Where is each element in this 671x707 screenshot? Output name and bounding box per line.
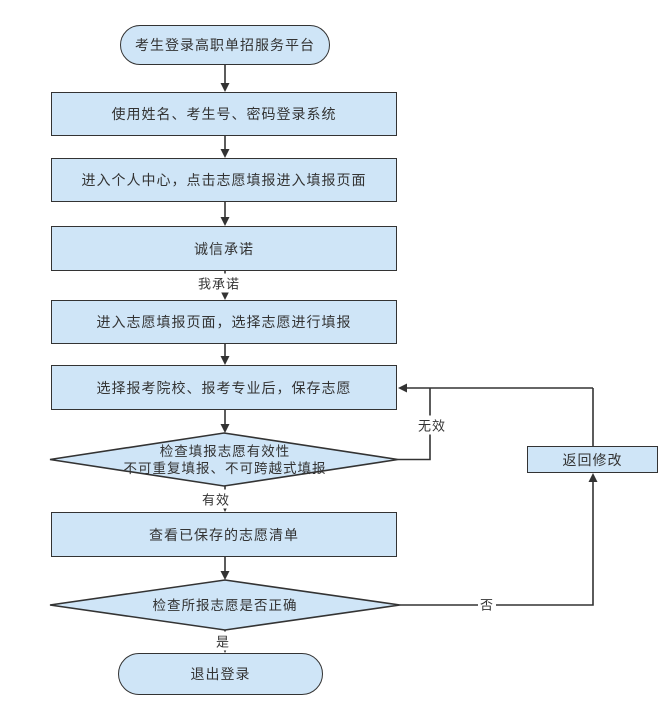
connector-fill-page-to-save <box>220 344 230 365</box>
connector-login-to-personal-center <box>220 136 230 158</box>
connector-start-to-login <box>220 65 230 92</box>
connector-save-to-check-validity <box>220 410 230 433</box>
node-start: 考生登录高职单招服务平台 <box>120 25 330 65</box>
node-save-volunteer-label: 选择报考院校、报考专业后，保存志愿 <box>96 379 352 396</box>
edge-label-invalid: 无效 <box>415 415 449 435</box>
node-fill-page-label: 进入志愿填报页面，选择志愿进行填报 <box>96 314 352 330</box>
node-view-list: 查看已保存的志愿清单 <box>51 512 397 557</box>
connector-personal-center-to-integrity <box>220 202 230 226</box>
node-logout: 退出登录 <box>118 653 323 695</box>
node-return-modify: 返回修改 <box>527 446 658 473</box>
edge-label-promise: 我承诺 <box>195 273 243 293</box>
node-personal-center: 进入个人中心，点击志愿填报进入填报页面 <box>51 158 397 202</box>
node-integrity: 诚信承诺 <box>51 226 397 271</box>
node-return-modify-label: 返回修改 <box>562 451 623 468</box>
edge-label-no: 否 <box>477 594 497 614</box>
decision-validity-shape <box>49 432 399 487</box>
edge-label-yes: 是 <box>213 631 233 651</box>
node-integrity-label: 诚信承诺 <box>194 240 254 257</box>
connector-view-list-to-check-correct <box>220 557 230 580</box>
node-login-label: 使用姓名、考生号、密码登录系统 <box>111 106 337 122</box>
node-save-volunteer: 选择报考院校、报考专业后，保存志愿 <box>51 365 397 410</box>
connector-return-to-save <box>398 383 594 446</box>
connector-no-to-return-modify <box>400 473 598 606</box>
node-view-list-label: 查看已保存的志愿清单 <box>149 526 299 543</box>
node-start-label: 考生登录高职单招服务平台 <box>135 37 315 53</box>
connector-invalid-feedback <box>398 388 431 461</box>
edge-label-valid: 有效 <box>199 489 233 509</box>
node-fill-page: 进入志愿填报页面，选择志愿进行填报 <box>51 300 397 344</box>
node-personal-center-label: 进入个人中心，点击志愿填报进入填报页面 <box>81 172 367 188</box>
node-logout-label: 退出登录 <box>190 666 251 682</box>
decision-correct-shape <box>49 579 401 631</box>
node-login: 使用姓名、考生号、密码登录系统 <box>51 92 397 136</box>
